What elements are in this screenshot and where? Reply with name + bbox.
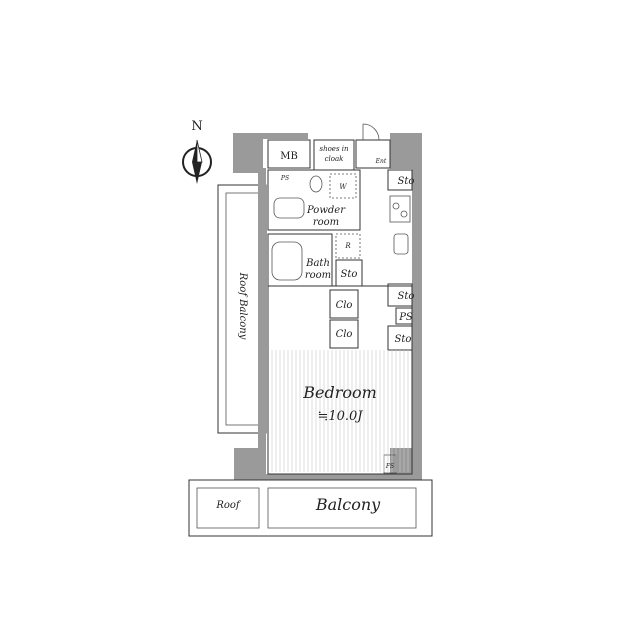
bedroom-size-label: ≒10.0J [317,409,363,424]
balcony-label: Balcony [315,495,381,514]
mb-label: MB [280,151,298,162]
sto-mid-label: Sto [398,291,415,302]
bathtub-icon [271,241,303,281]
bath-label-2: room [305,270,331,281]
sto-bath-label: Sto [341,269,358,280]
ps-small-label: PS [280,175,289,182]
room-labels: MB shoes in cloak Ent PS W Powder room R… [215,145,414,514]
clo-2-label: Clo [336,329,353,340]
toilet-icon [309,175,323,193]
ent-label: Ent [375,158,387,165]
roof-label: Roof [215,500,242,511]
shoes-label-1: shoes in [319,145,349,153]
bedroom-flooring [271,350,409,472]
shoes-label-2: cloak [325,155,344,163]
north-compass-icon: N [182,119,212,184]
ps-right-label: PS [398,312,413,323]
bottom-terraces [188,479,433,537]
interior-walls [267,123,413,475]
r-label: R [344,242,351,250]
exterior-walls [233,133,422,480]
clo-1-label: Clo [336,300,353,311]
roof-balcony-label: Roof Balcony [237,272,248,340]
w-label: W [339,183,347,191]
bedroom-label: Bedroom [302,383,377,402]
bath-label-1: Bath [305,258,330,269]
fs-label: FS [385,463,394,470]
powder-label-1: Powder [306,205,346,216]
north-label: N [191,119,202,134]
sto-top-label: Sto [398,176,415,187]
powder-label-2: room [313,217,339,228]
sto-bottom-label: Sto [395,334,412,345]
